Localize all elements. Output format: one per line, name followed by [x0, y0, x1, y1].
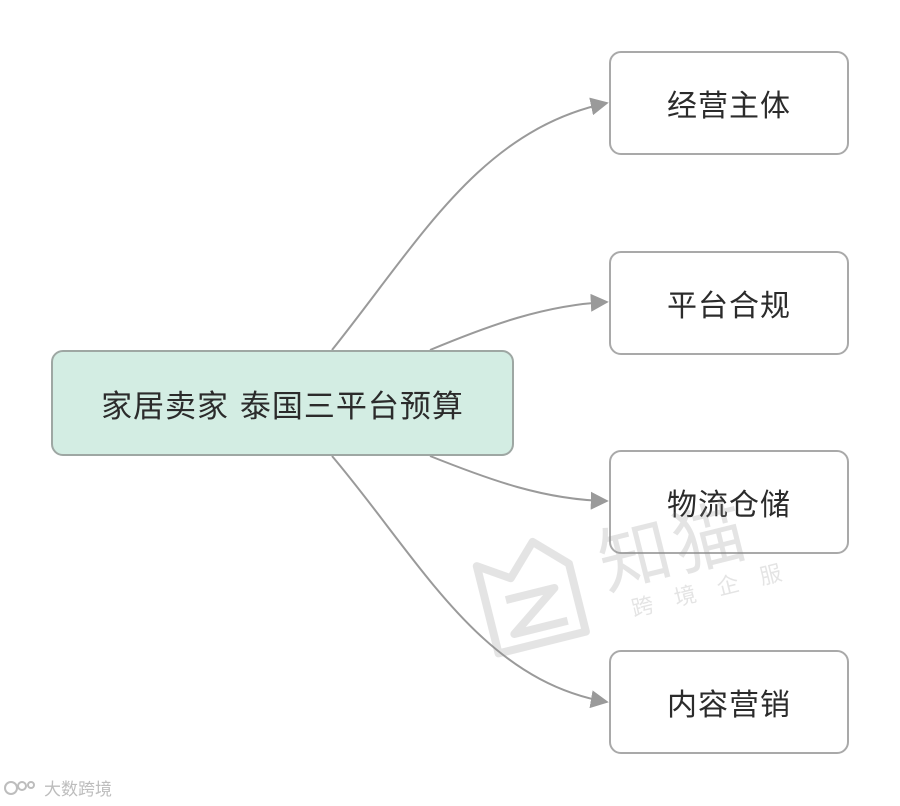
- child-node-1[interactable]: 经营主体: [609, 51, 849, 155]
- child-node-label: 经营主体: [667, 89, 791, 124]
- child-node-3[interactable]: 物流仓储: [609, 450, 849, 554]
- edge-root-to-child-4: [331, 455, 609, 709]
- child-node-2[interactable]: 平台合规: [609, 251, 849, 355]
- brand-logo-icon: [4, 780, 35, 795]
- root-node[interactable]: 家居卖家 泰国三平台预算: [51, 350, 514, 456]
- edge-root-to-child-2: [429, 293, 609, 351]
- edge-root-to-child-1: [331, 97, 609, 351]
- brand-label: 大数跨境: [44, 780, 112, 800]
- child-node-4[interactable]: 内容营销: [609, 650, 849, 754]
- child-node-label: 物流仓储: [667, 488, 791, 523]
- edge-root-to-child-3: [429, 455, 609, 510]
- root-node-label: 家居卖家 泰国三平台预算: [101, 388, 464, 425]
- child-node-label: 内容营销: [667, 688, 791, 723]
- child-node-label: 平台合规: [667, 289, 791, 324]
- brand-mark: 大数跨境: [4, 775, 112, 800]
